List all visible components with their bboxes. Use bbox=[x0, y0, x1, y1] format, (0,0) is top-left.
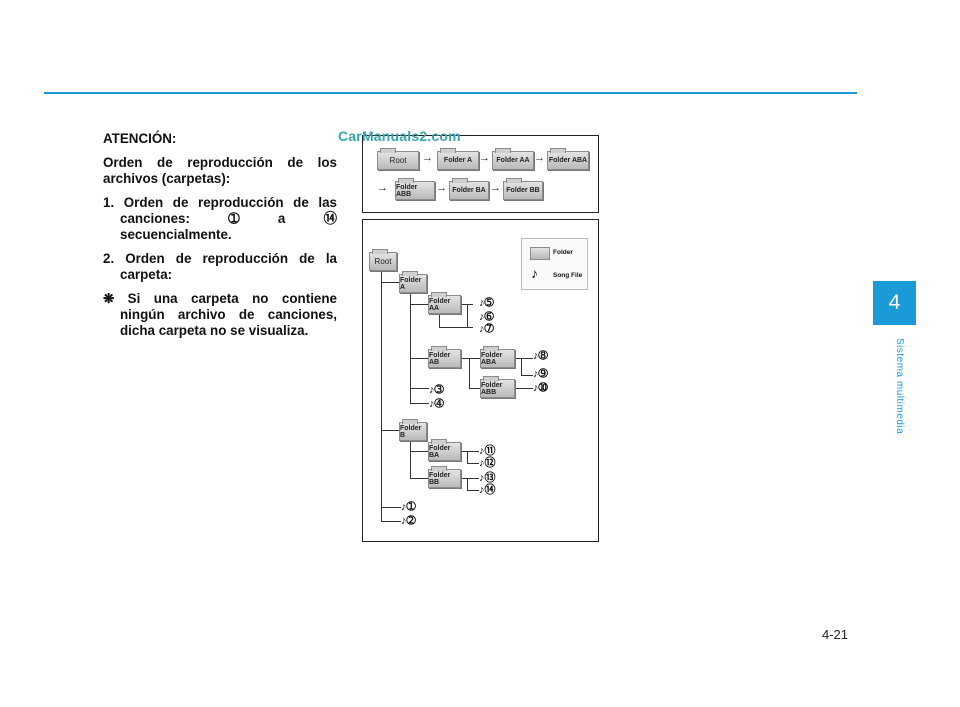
tree-line bbox=[381, 430, 401, 431]
notice-item1-line2: canciones: ➀ a ⑭ bbox=[120, 211, 337, 226]
order-folder-ba: Folder BA bbox=[449, 178, 489, 200]
tree-line bbox=[467, 490, 479, 491]
song-file-13: ♪⑬ bbox=[479, 472, 496, 484]
notice-heading: ATENCIÓN: bbox=[103, 131, 177, 146]
tree-folder-bb: Folder BB bbox=[428, 466, 461, 488]
song-file-11: ♪⑪ bbox=[479, 445, 496, 457]
tree-line bbox=[410, 388, 429, 389]
tree-line bbox=[381, 267, 382, 522]
order-folder-aa: Folder AA bbox=[492, 148, 534, 170]
order-arrow-icon: → bbox=[479, 152, 490, 164]
song-file-7: ♪➆ bbox=[479, 323, 494, 335]
tree-line bbox=[462, 358, 481, 359]
tree-root-folder: Root bbox=[369, 249, 397, 271]
order-arrow-icon: → bbox=[422, 152, 433, 164]
order-arrow-icon: → bbox=[436, 182, 447, 194]
tree-folder-ab: Folder AB bbox=[428, 346, 461, 368]
tree-line bbox=[467, 463, 479, 464]
notice-item-2: 2. Orden de reproducción de la carpeta: bbox=[103, 251, 337, 283]
tree-line bbox=[461, 478, 479, 479]
watermark: CarManuals2.com bbox=[338, 128, 461, 144]
tree-line bbox=[381, 282, 401, 283]
song-file-10: ♪➉ bbox=[533, 382, 548, 394]
folder-order-diagram: Root → Folder A → Folder AA → Folder ABA… bbox=[362, 135, 599, 213]
tree-line bbox=[461, 451, 479, 452]
notice-intro-line1: Orden de reproducción de los bbox=[103, 155, 337, 170]
order-folder-bb: Folder BB bbox=[503, 178, 543, 200]
tree-folder-abb: Folder ABB bbox=[480, 376, 515, 398]
order-folder-a: Folder A bbox=[437, 148, 479, 170]
order-arrow-icon: → bbox=[534, 152, 545, 164]
song-file-3: ♪➂ bbox=[429, 384, 444, 396]
tree-line bbox=[467, 304, 468, 327]
tree-line bbox=[521, 358, 522, 375]
notice-item2-line1: 2. Orden de reproducción de la bbox=[103, 251, 337, 266]
song-file-4: ♪➃ bbox=[429, 398, 444, 410]
tree-line bbox=[410, 478, 429, 479]
tree-line bbox=[410, 304, 429, 305]
tree-line bbox=[515, 358, 533, 359]
tree-line bbox=[521, 375, 533, 376]
notice-intro-line2: archivos (carpetas): bbox=[103, 171, 231, 186]
legend-music-note-icon: ♪ bbox=[531, 265, 538, 281]
tree-line bbox=[515, 388, 533, 389]
legend-song-label: Song File bbox=[553, 272, 583, 279]
song-file-8: ♪➇ bbox=[533, 350, 548, 362]
tree-line bbox=[469, 388, 481, 389]
notice-intro: Orden de reproducción de los archivos (c… bbox=[103, 155, 337, 187]
tree-line bbox=[410, 289, 411, 403]
top-rule bbox=[44, 92, 857, 94]
song-file-2: ♪➁ bbox=[401, 515, 416, 527]
notice-item3-line3: dicha carpeta no se visualiza. bbox=[120, 323, 309, 338]
tree-folder-b: Folder B bbox=[399, 419, 427, 441]
notice-text: ATENCIÓN: Orden de reproducción de los a… bbox=[103, 131, 337, 347]
song-file-9: ♪➈ bbox=[533, 368, 548, 380]
chapter-tab: 4 bbox=[873, 281, 916, 325]
song-file-14: ♪⑭ bbox=[479, 484, 496, 496]
tree-line bbox=[467, 478, 468, 490]
tree-line bbox=[410, 438, 411, 478]
tree-line bbox=[381, 521, 401, 522]
notice-item3-line2: ningún archivo de canciones, bbox=[120, 307, 337, 322]
notice-item3-line1: ❋ Si una carpeta no contiene bbox=[103, 291, 337, 306]
tree-line bbox=[410, 358, 429, 359]
notice-item1-line1: 1. Orden de reproducción de las bbox=[103, 195, 337, 210]
order-arrow-icon: → bbox=[377, 182, 388, 194]
notice-item2-line2: carpeta: bbox=[120, 267, 173, 282]
legend-folder-label: Folder bbox=[553, 249, 573, 256]
page-number: 4-21 bbox=[822, 627, 849, 642]
diagram-legend: Folder ♪ Song File bbox=[521, 238, 588, 290]
notice-item-3: ❋ Si una carpeta no contiene ningún arch… bbox=[103, 291, 337, 339]
tree-line bbox=[469, 358, 470, 388]
tree-folder-aba: Folder ABA bbox=[480, 346, 515, 368]
song-file-6: ♪➅ bbox=[479, 311, 494, 323]
order-arrow-icon: → bbox=[490, 182, 501, 194]
notice-item-1: 1. Orden de reproducción de las cancione… bbox=[103, 195, 337, 243]
section-side-title: Sistema multimedia bbox=[894, 338, 905, 435]
order-folder-aba: Folder ABA bbox=[547, 148, 589, 170]
tree-line bbox=[439, 327, 473, 328]
order-folder-abb: Folder ABB bbox=[395, 178, 435, 200]
tree-folder-aa: Folder AA bbox=[428, 292, 461, 314]
order-root-folder: Root bbox=[377, 148, 419, 170]
tree-line bbox=[439, 311, 440, 327]
song-file-5: ♪➄ bbox=[479, 297, 494, 309]
notice-item1-line3: secuencialmente. bbox=[120, 227, 232, 242]
tree-line bbox=[381, 507, 401, 508]
folder-tree-diagram: Folder ♪ Song File Root Folder A Folder … bbox=[362, 219, 599, 542]
song-file-12: ♪⑫ bbox=[479, 457, 496, 469]
tree-folder-a: Folder A bbox=[399, 271, 427, 293]
legend-folder-icon bbox=[530, 247, 550, 260]
song-file-1: ♪➀ bbox=[401, 501, 416, 513]
tree-folder-ba: Folder BA bbox=[428, 439, 461, 461]
tree-line bbox=[410, 451, 429, 452]
tree-line bbox=[467, 451, 468, 463]
tree-line bbox=[410, 403, 429, 404]
